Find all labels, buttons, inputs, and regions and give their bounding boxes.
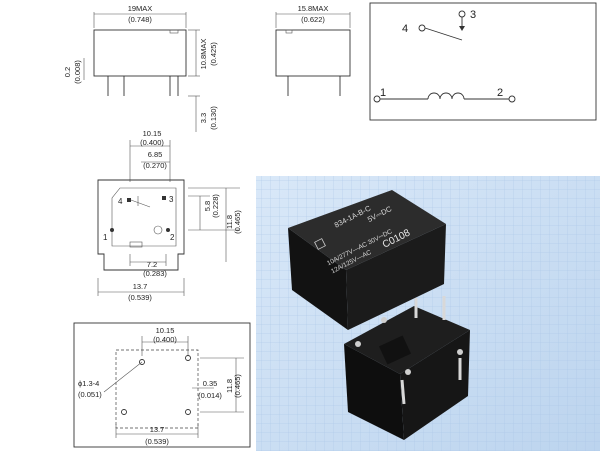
bottom-dim-f-in: (0.539) [128, 293, 152, 302]
pcb-outline [115, 349, 199, 429]
side-height-in: (0.425) [209, 42, 218, 66]
side-view: 19MAX (0.748) 0.2 (0.008) 10.8MAX (0.425… [63, 4, 218, 132]
schem-pin3: 3 [470, 9, 476, 21]
side-offset-mm: 0.2 [63, 67, 72, 77]
pcb-dim-f-mm: 13.7 [150, 425, 165, 434]
relay-photo: 834-1A-B-C 5V⎓DC 10A/277V—AC 30V⎓DC 12A/… [256, 176, 600, 451]
end-width-in: (0.622) [301, 15, 325, 24]
side-offset-in: (0.008) [73, 60, 82, 84]
pcb-dim-b-mm: 0.35 [203, 379, 218, 388]
switch-arm [424, 27, 463, 41]
side-width-mm: 19MAX [128, 4, 153, 13]
schematic: 4 3 1 2 [369, 2, 597, 121]
bottom-pin2: 2 [170, 233, 175, 242]
schematic-frame [369, 2, 597, 121]
bottom-pin3: 3 [169, 195, 174, 204]
contact-2 [508, 95, 516, 103]
side-body [93, 29, 187, 77]
bottom-pin1: 1 [103, 233, 108, 242]
pcb-hole-mm: ϕ1.3-4 [78, 379, 99, 388]
bottom-dim-b-mm: 6.85 [148, 150, 163, 159]
pcb-dim-d-mm: 11.8 [225, 379, 234, 393]
bottom-dim-a-mm: 10.15 [143, 129, 162, 138]
schem-pin2: 2 [497, 87, 503, 99]
bottom-dim-e-mm: 7.2 [147, 260, 157, 269]
pcb-dim-b-in: (0.014) [198, 391, 222, 400]
pcb-layout: 10.15 (0.400) ϕ1.3-4 (0.051) 0.35 (0.014… [73, 322, 251, 448]
pcb-frame [73, 322, 251, 448]
end-body [275, 29, 351, 77]
pcb-dim-a-mm: 10.15 [156, 326, 175, 335]
bottom-dim-d-mm: 11.8 [225, 215, 234, 229]
bottom-dim-d-in: (0.465) [233, 210, 242, 234]
pcb-dim-a-in: (0.400) [153, 335, 177, 344]
side-height-mm: 10.8MAX [199, 39, 208, 70]
bottom-dim-b-in: (0.270) [143, 161, 167, 170]
bottom-dim-f-mm: 13.7 [133, 282, 148, 291]
pcb-dim-f-in: (0.539) [145, 437, 169, 446]
schem-pin4: 4 [402, 23, 408, 35]
relay-bottom [344, 296, 470, 440]
coil-symbol [427, 92, 465, 100]
bottom-body [97, 179, 185, 271]
contact-3 [458, 10, 466, 18]
bottom-dim-c-mm: 5.8 [203, 201, 212, 211]
schem-pin1: 1 [380, 87, 386, 99]
end-width-mm: 15.8MAX [298, 4, 329, 13]
relay-top: 834-1A-B-C 5V⎓DC 10A/277V—AC 30V⎓DC 12A/… [288, 190, 446, 330]
contact-4 [418, 24, 426, 32]
bottom-view: 10.15 (0.400) 6.85 (0.270) 4 3 1 2 5.8 (… [97, 129, 242, 302]
end-view: 15.8MAX (0.622) [275, 4, 351, 96]
side-width-in: (0.748) [128, 15, 152, 24]
pcb-dim-d-in: (0.465) [233, 374, 242, 398]
pcb-hole-in: (0.051) [78, 390, 102, 399]
side-pin-mm: 3.3 [199, 113, 208, 123]
bottom-dim-c-in: (0.228) [211, 194, 220, 218]
bottom-pin4: 4 [118, 197, 123, 206]
bottom-dim-e-in: (0.283) [143, 269, 167, 278]
side-pin-in: (0.130) [209, 106, 218, 130]
bottom-dim-a-in: (0.400) [140, 138, 164, 147]
